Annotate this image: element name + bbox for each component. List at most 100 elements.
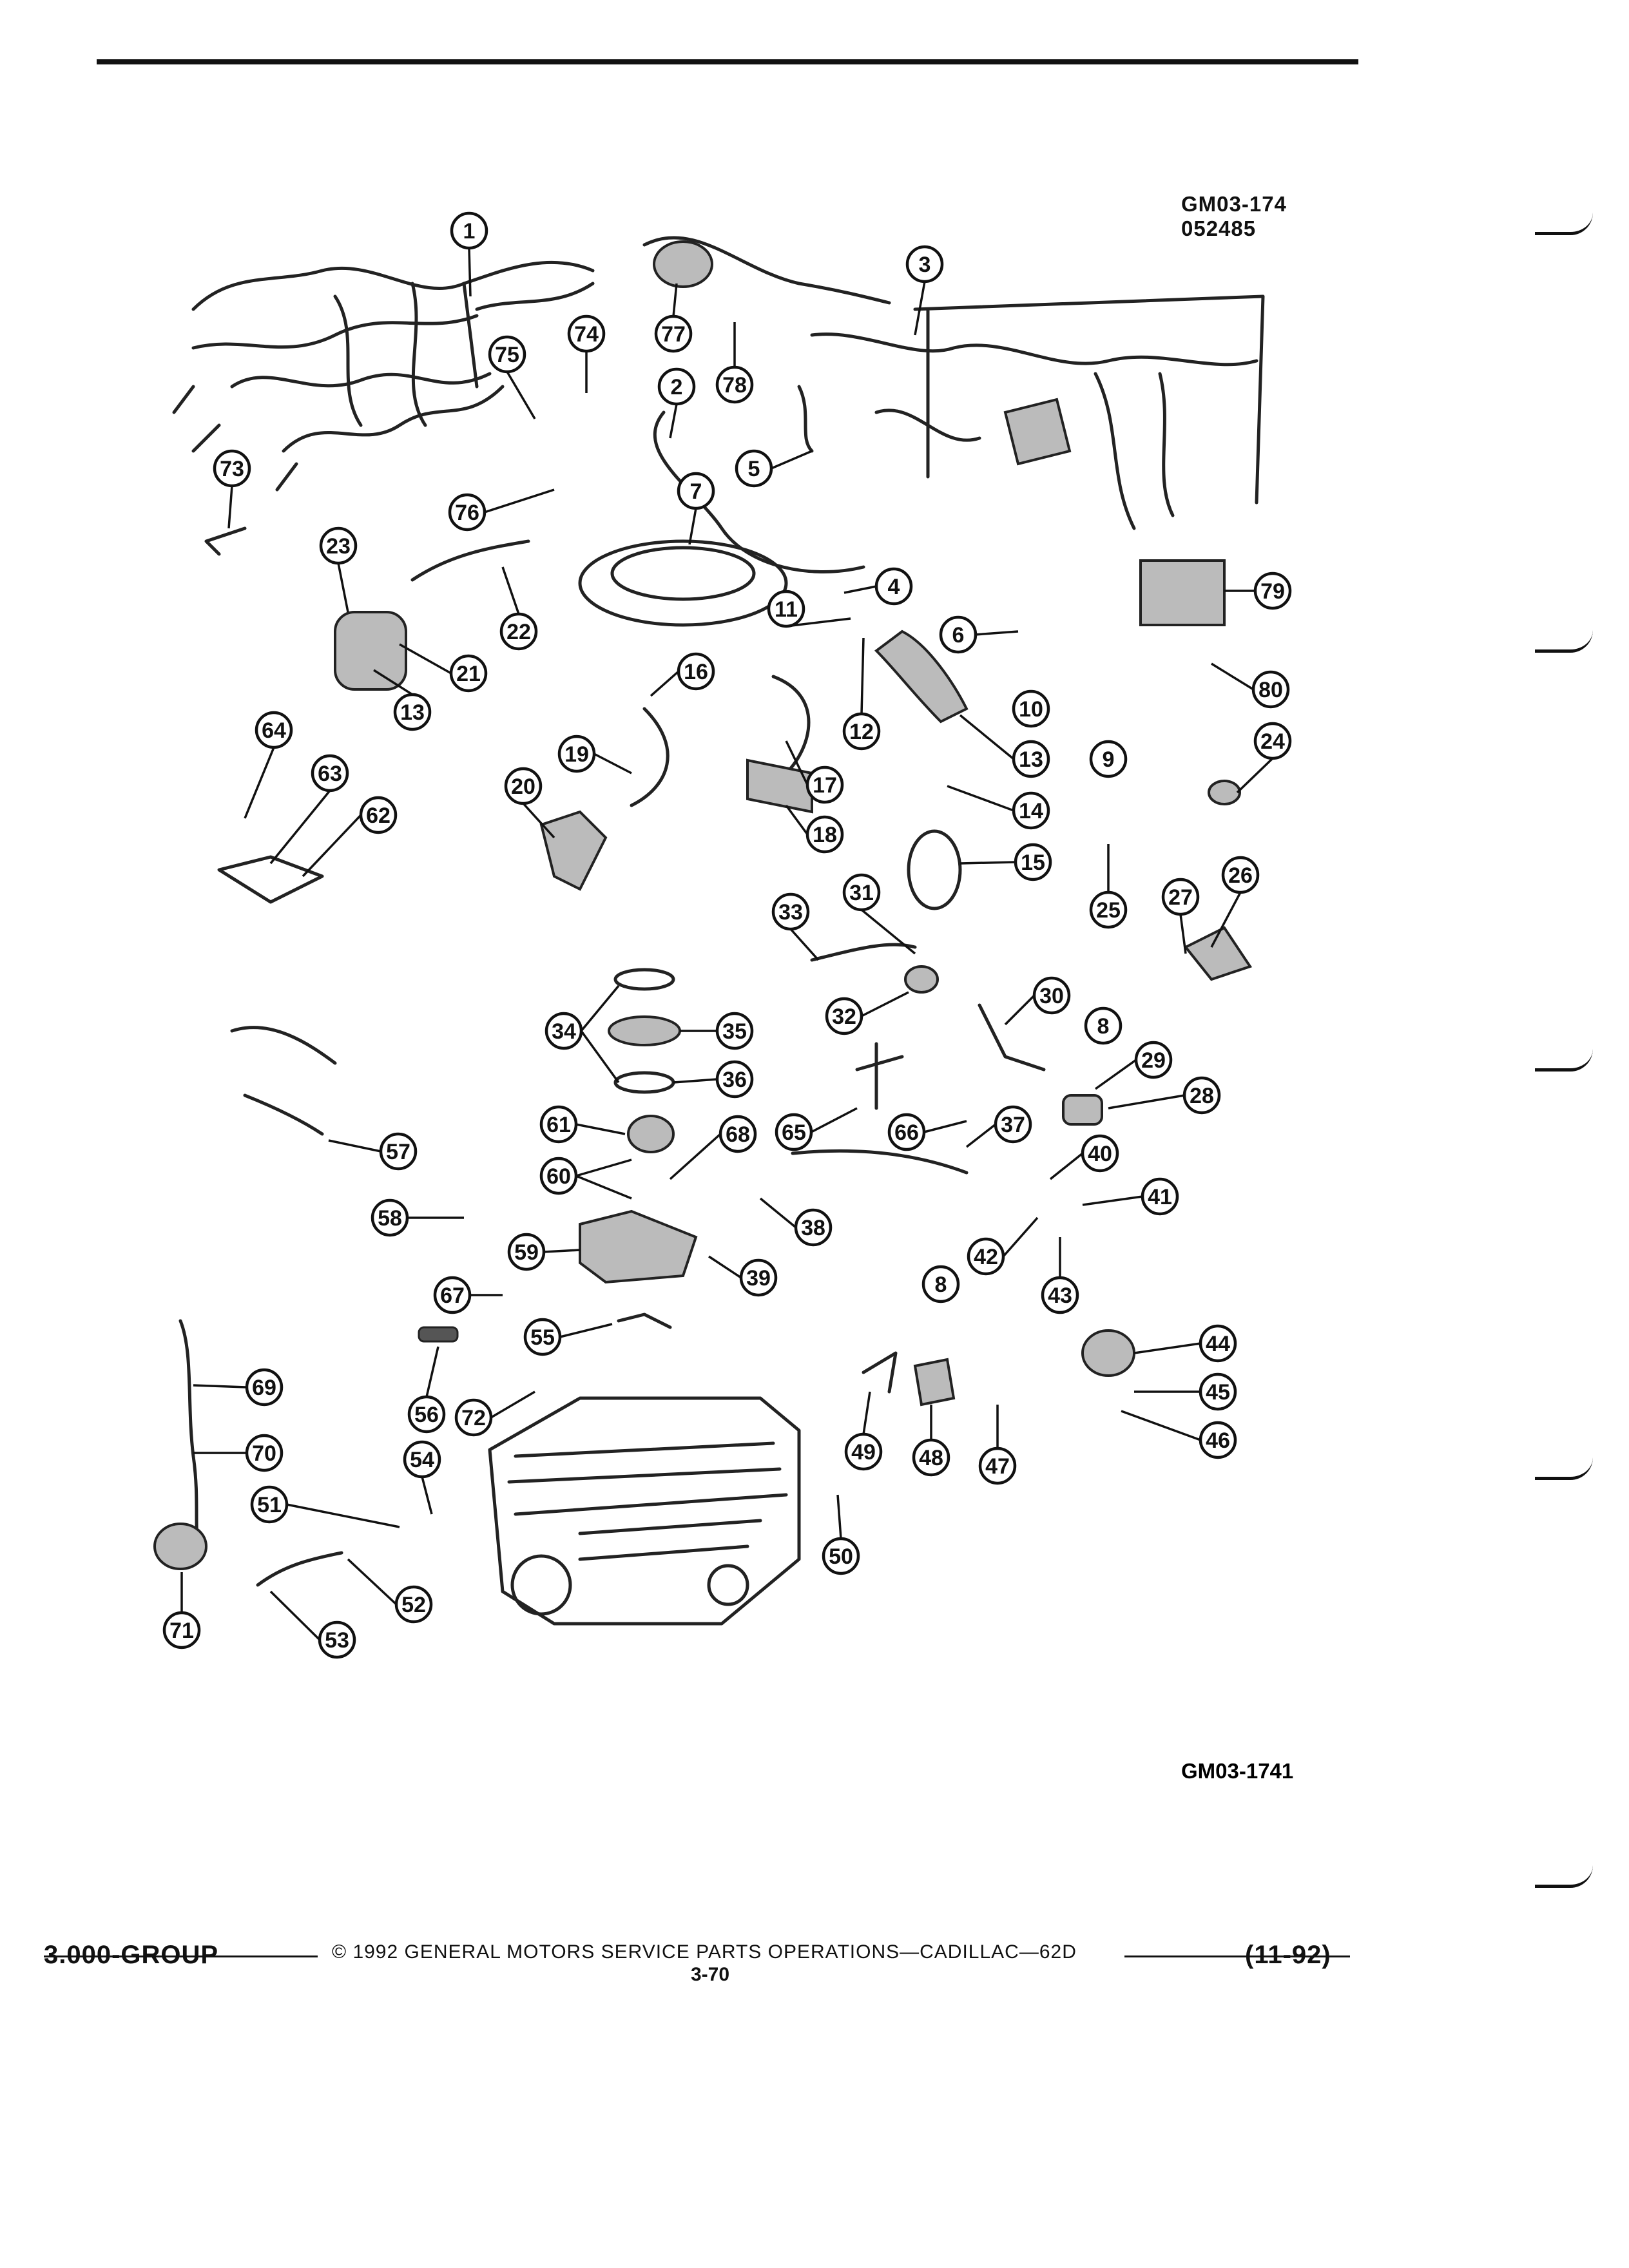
callout-79: 79: [1253, 572, 1292, 610]
callout-41: 41: [1141, 1177, 1179, 1216]
callout-number: 17: [813, 773, 837, 798]
callout-number: 25: [1096, 898, 1121, 923]
callout-circle: [433, 1276, 472, 1314]
callout-number: 53: [325, 1628, 349, 1653]
callout-circle: [1253, 722, 1292, 760]
callout-circle: [1182, 1076, 1221, 1115]
callout-38: 38: [794, 1208, 833, 1247]
callout-circle: [767, 590, 805, 628]
callout-number: 70: [252, 1441, 276, 1466]
callout-circle: [318, 1620, 356, 1659]
callout-circle: [1089, 890, 1128, 929]
edge-tab-mark: [1535, 213, 1593, 235]
callout-8: 8: [1084, 1006, 1123, 1045]
callout-number: 7: [690, 479, 702, 504]
callout-circle: [967, 1237, 1005, 1276]
callout-circle: [1012, 791, 1050, 830]
callout-number: 43: [1048, 1283, 1072, 1308]
callout-number: 71: [169, 1619, 194, 1643]
callout-number: 51: [257, 1493, 282, 1517]
callout-number: 60: [546, 1164, 571, 1189]
callout-12: 12: [842, 712, 881, 751]
callout-number: 54: [410, 1448, 434, 1472]
callout-61: 61: [539, 1105, 578, 1144]
callout-circle: [213, 449, 251, 488]
callout-number: 72: [461, 1406, 486, 1430]
callout-circle: [1084, 1006, 1123, 1045]
callout-11: 11: [767, 590, 805, 628]
callout-circle: [794, 1208, 833, 1247]
callout-circle: [162, 1611, 201, 1649]
callout-number: 4: [888, 575, 900, 599]
callout-circle: [1199, 1372, 1237, 1411]
callout-number: 30: [1039, 984, 1064, 1008]
callout-54: 54: [403, 1440, 441, 1479]
leader-lines: [180, 247, 1274, 1641]
callout-number: 52: [401, 1593, 426, 1617]
callout-64: 64: [255, 711, 293, 749]
callout-circle: [311, 754, 349, 793]
callout-15: 15: [1014, 843, 1052, 881]
callout-number: 8: [1097, 1014, 1110, 1039]
callout-circle: [379, 1132, 418, 1171]
callout-circle: [539, 1105, 578, 1144]
callout-circle: [255, 711, 293, 749]
callout-67: 67: [433, 1276, 472, 1314]
dash-harness: [797, 294, 1265, 530]
callout-number: 74: [574, 322, 599, 347]
callout-74: 74: [567, 314, 606, 353]
callout-56: 56: [407, 1395, 446, 1434]
callout-number: 78: [722, 373, 747, 398]
callout-circle: [448, 493, 487, 532]
callout-53: 53: [318, 1620, 356, 1659]
callout-circle: [844, 1432, 883, 1471]
callout-number: 42: [974, 1245, 998, 1269]
callouts: 1234567889101112131314151617181920212223…: [162, 211, 1292, 1659]
callout-circle: [1081, 1134, 1119, 1173]
callout-circle: [407, 1395, 446, 1434]
callout-number: 64: [262, 718, 286, 743]
callout-circle: [718, 1115, 757, 1153]
callout-number: 50: [829, 1544, 853, 1569]
callout-number: 11: [775, 597, 798, 622]
callout-circle: [1032, 976, 1071, 1015]
edge-tab-mark: [1535, 1457, 1593, 1480]
callout-62: 62: [359, 796, 398, 834]
callout-29: 29: [1134, 1041, 1173, 1079]
callout-13: 13: [393, 693, 432, 731]
callout-circle: [319, 526, 358, 565]
callout-17: 17: [805, 765, 844, 804]
callout-circle: [393, 693, 432, 731]
callout-2: 2: [657, 367, 696, 406]
callout-14: 14: [1012, 791, 1050, 830]
callout-45: 45: [1199, 1372, 1237, 1411]
callout-circle: [250, 1485, 289, 1524]
callout-number: 48: [919, 1446, 943, 1470]
callout-number: 73: [220, 457, 244, 481]
callout-circle: [1199, 1421, 1237, 1459]
callout-number: 32: [832, 1004, 856, 1029]
engine-block: [488, 1396, 801, 1626]
callout-6: 6: [939, 615, 978, 654]
drawing-date-code: 052485: [1181, 216, 1257, 240]
callout-66: 66: [887, 1113, 926, 1151]
callout-circle: [1221, 856, 1260, 894]
figure-code: GM03-1741: [1181, 1759, 1293, 1783]
callout-40: 40: [1081, 1134, 1119, 1173]
callout-number: 63: [318, 762, 342, 786]
callout-number: 57: [386, 1140, 410, 1164]
callout-number: 40: [1088, 1142, 1112, 1166]
callout-number: 34: [552, 1019, 576, 1044]
callout-5: 5: [735, 449, 773, 488]
callout-number: 59: [514, 1240, 539, 1265]
callout-number: 37: [1001, 1113, 1025, 1137]
callout-circle: [775, 1113, 813, 1151]
callout-77: 77: [654, 314, 693, 353]
callout-78: 78: [715, 365, 754, 404]
callout-circle: [507, 1233, 546, 1271]
callout-number: 58: [378, 1206, 402, 1231]
callout-circle: [912, 1438, 950, 1477]
callout-71: 71: [162, 1611, 201, 1649]
callout-number: 24: [1260, 729, 1285, 754]
